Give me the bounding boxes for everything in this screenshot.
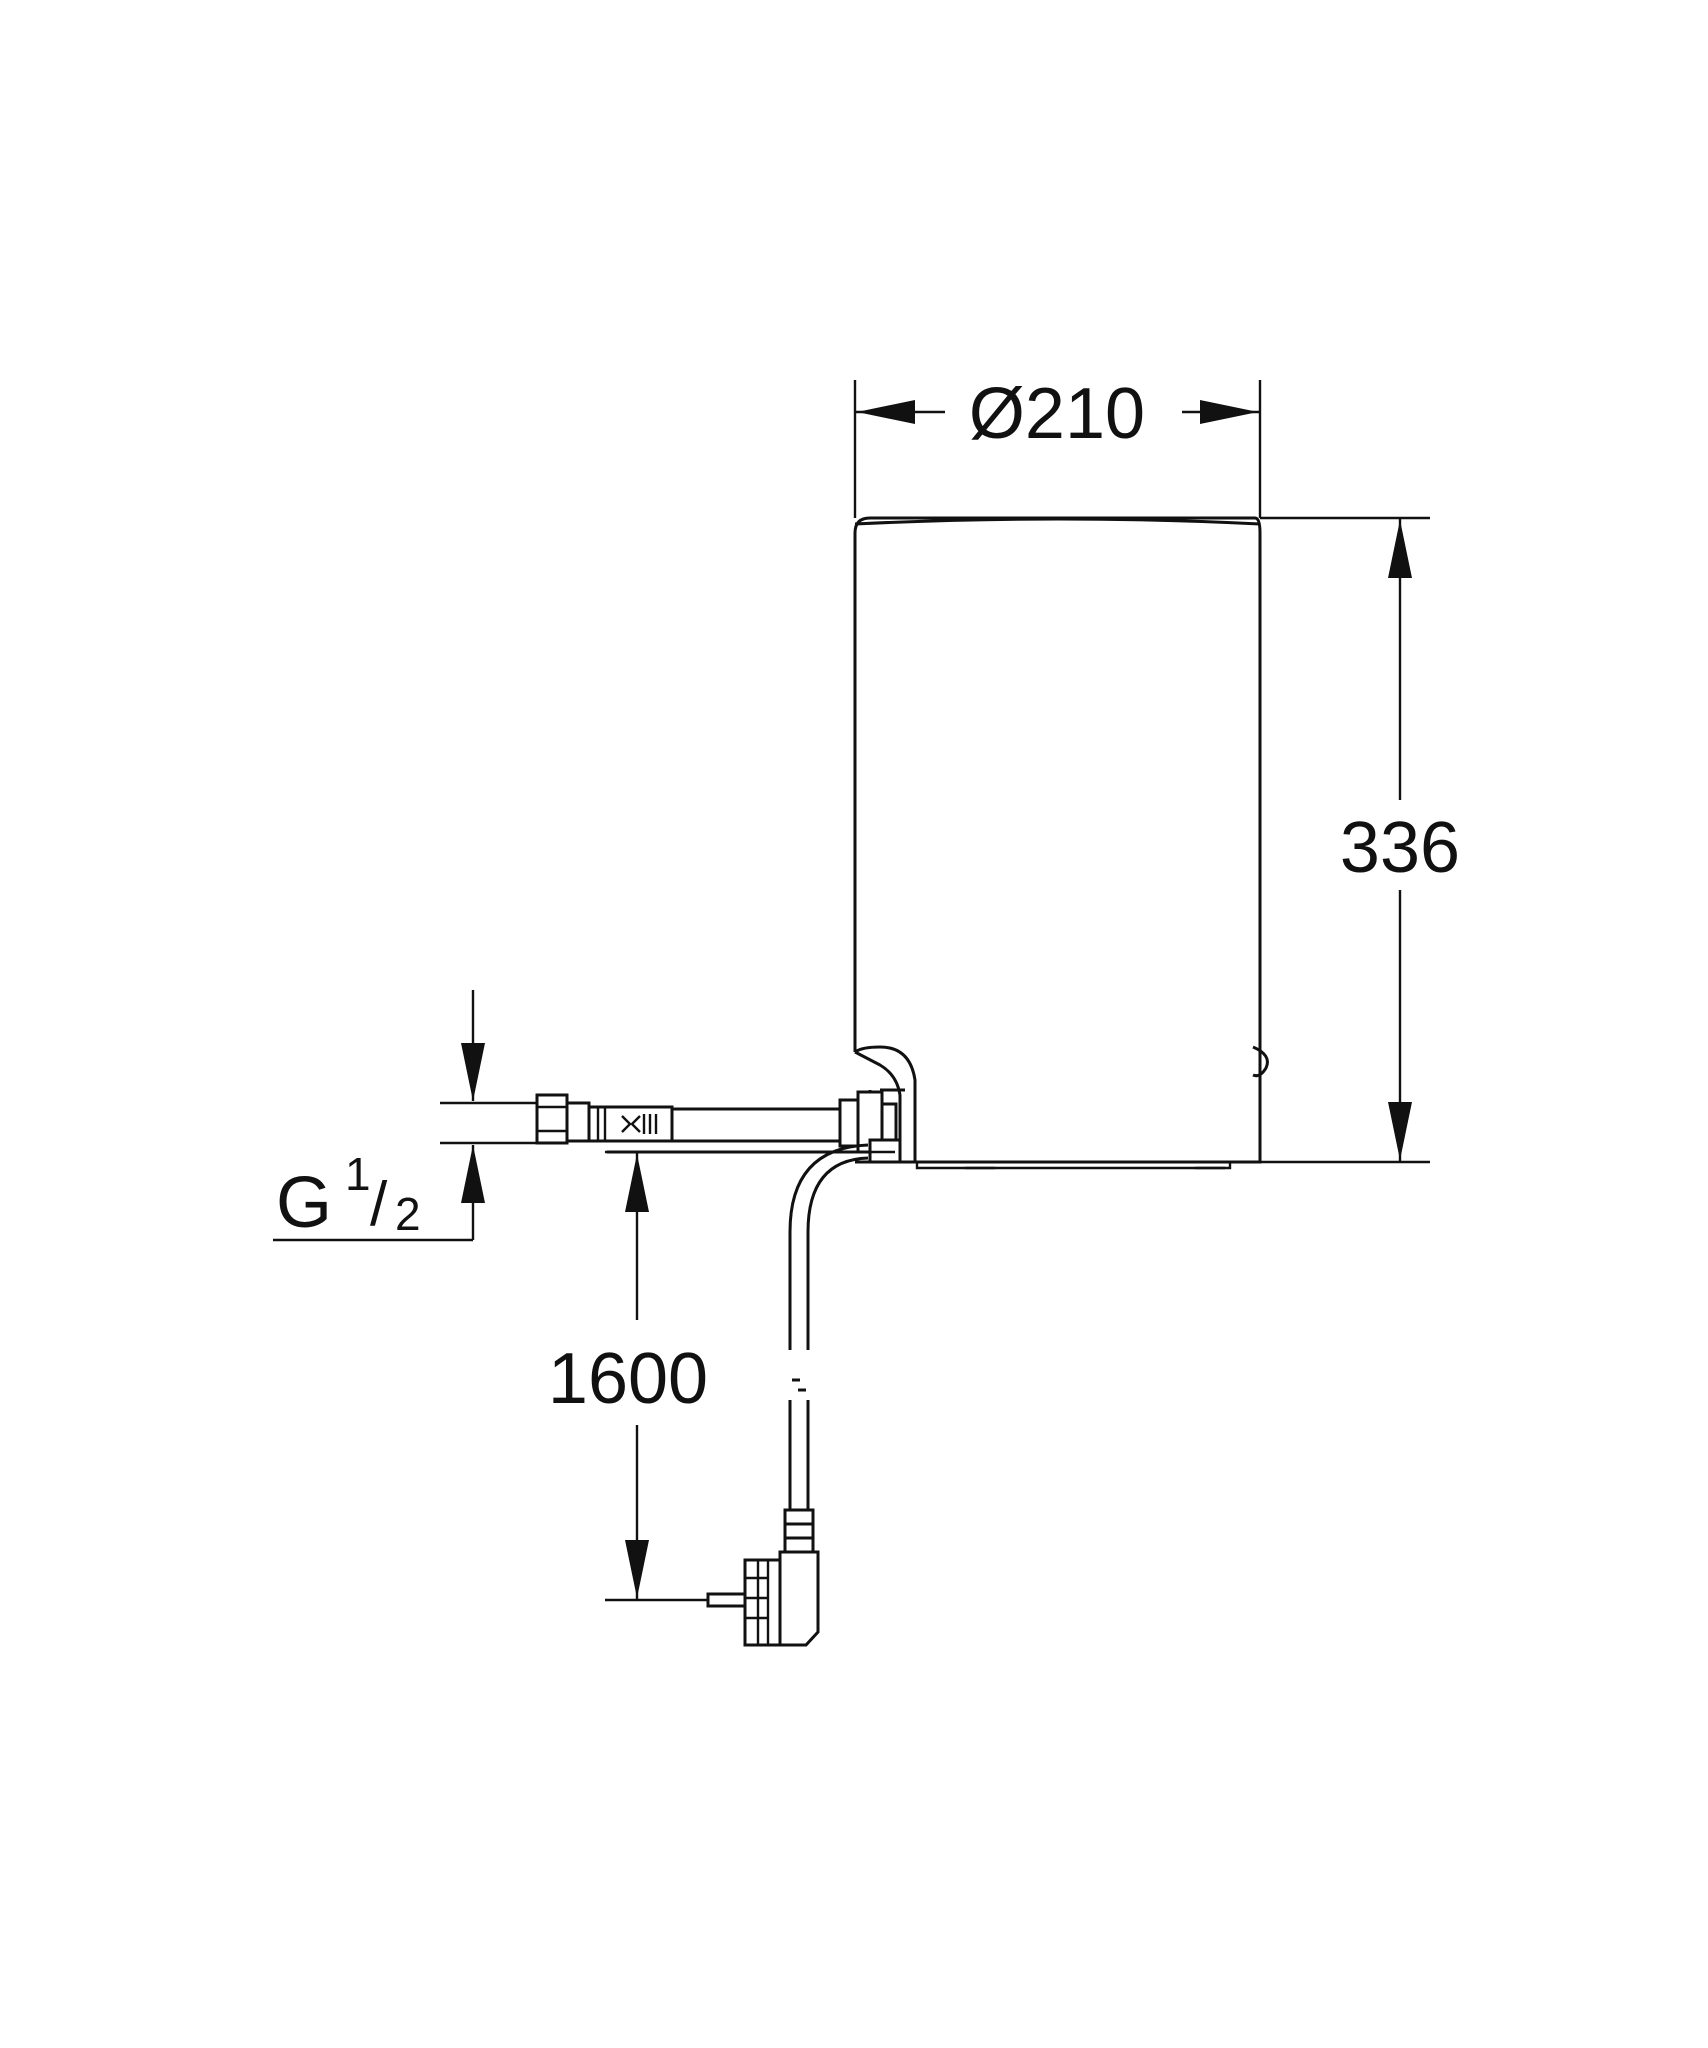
thread-dimension [273,990,537,1242]
power-plug [706,1550,820,1647]
thread-letter: G [276,1163,332,1243]
water-hose [535,1090,915,1164]
tank-body [853,516,1262,1170]
power-cable [783,1143,869,1554]
thread-numerator: 1 [345,1148,371,1200]
thread-denominator: 2 [395,1188,421,1240]
height-dimension [1260,516,1430,1164]
height-label: 336 [1340,808,1460,888]
cable-length-dimension [605,1150,708,1602]
diameter-dimension [853,380,1262,518]
indicator-dot [1252,1045,1269,1078]
thread-slash: / [370,1170,388,1239]
cable-length-label: 1600 [548,1339,708,1419]
diameter-label: Ø210 [969,374,1145,454]
